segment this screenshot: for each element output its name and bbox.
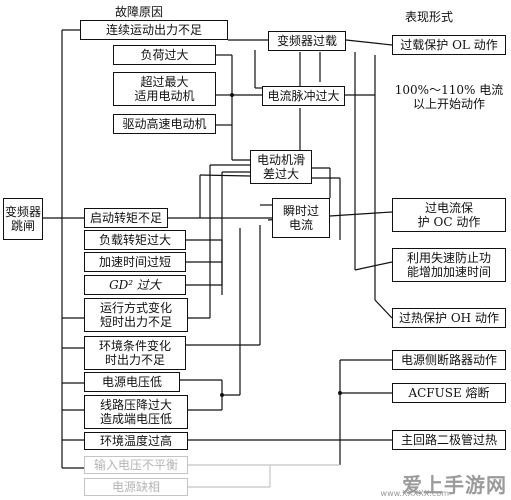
cause-line-drop: 线路压降过大 造成端电压低 [84, 395, 188, 429]
watermark-logo: 爱上手游网 [402, 473, 507, 497]
cause-accel-short: 加速时间过短 [84, 252, 186, 272]
mid-motor-slip: 电动机滑 差过大 [250, 150, 312, 184]
mid-instant-overcurrent: 瞬时过 电流 [272, 198, 330, 238]
cause-continuous-output: 连续运动出力不足 [80, 20, 228, 40]
cause-phase-loss: 电源缺相 [84, 478, 188, 496]
form-diode-overheat: 主回路二极管过热 [392, 430, 506, 450]
mid-current-pulse: 电流脉冲过大 [262, 86, 345, 106]
cause-heavy-load: 负荷过大 [113, 45, 216, 65]
mid-inverter-overload: 变频器过载 [268, 31, 346, 51]
cause-exceed-motor: 超过最大 适用电动机 [113, 72, 216, 106]
cause-start-torque: 启动转矩不足 [84, 208, 168, 228]
cause-low-supply-voltage: 电源电压低 [84, 372, 180, 392]
cause-high-ambient-temp: 环境温度过高 [84, 432, 188, 450]
cause-load-torque: 负载转矩过大 [84, 230, 186, 250]
form-current-range-note: 100%～110% 电流 以上开始动作 [394, 83, 504, 111]
cause-gd2: GD² 过大 [84, 275, 186, 295]
inverter-trip-box: 变频器 跳闸 [3, 198, 43, 240]
cause-env-change: 环境条件变化 时出力不足 [84, 336, 186, 370]
form-acfuse-blown: ACFUSE 熔断 [392, 383, 506, 403]
form-oh-protect: 过热保护 OH 动作 [392, 308, 506, 328]
cause-mode-change: 运行方式变化 短时出力不足 [84, 298, 188, 332]
cause-input-unbalance: 输入电压不平衡 [84, 456, 188, 474]
form-breaker-trip: 电源侧断路器动作 [392, 350, 506, 370]
form-oc-protect: 过电流保 护 OC 动作 [392, 198, 506, 232]
watermark-url: www.XXXXX.com [380, 489, 449, 498]
forms-header: 表现形式 [405, 10, 454, 24]
cause-high-speed-motor: 驱动高速电动机 [113, 114, 216, 134]
form-ol-protect: 过载保护 OL 动作 [392, 35, 506, 55]
form-stall-prevention: 利用失速防止功 能增加加速时间 [392, 248, 506, 282]
causes-header: 故障原因 [115, 5, 164, 19]
